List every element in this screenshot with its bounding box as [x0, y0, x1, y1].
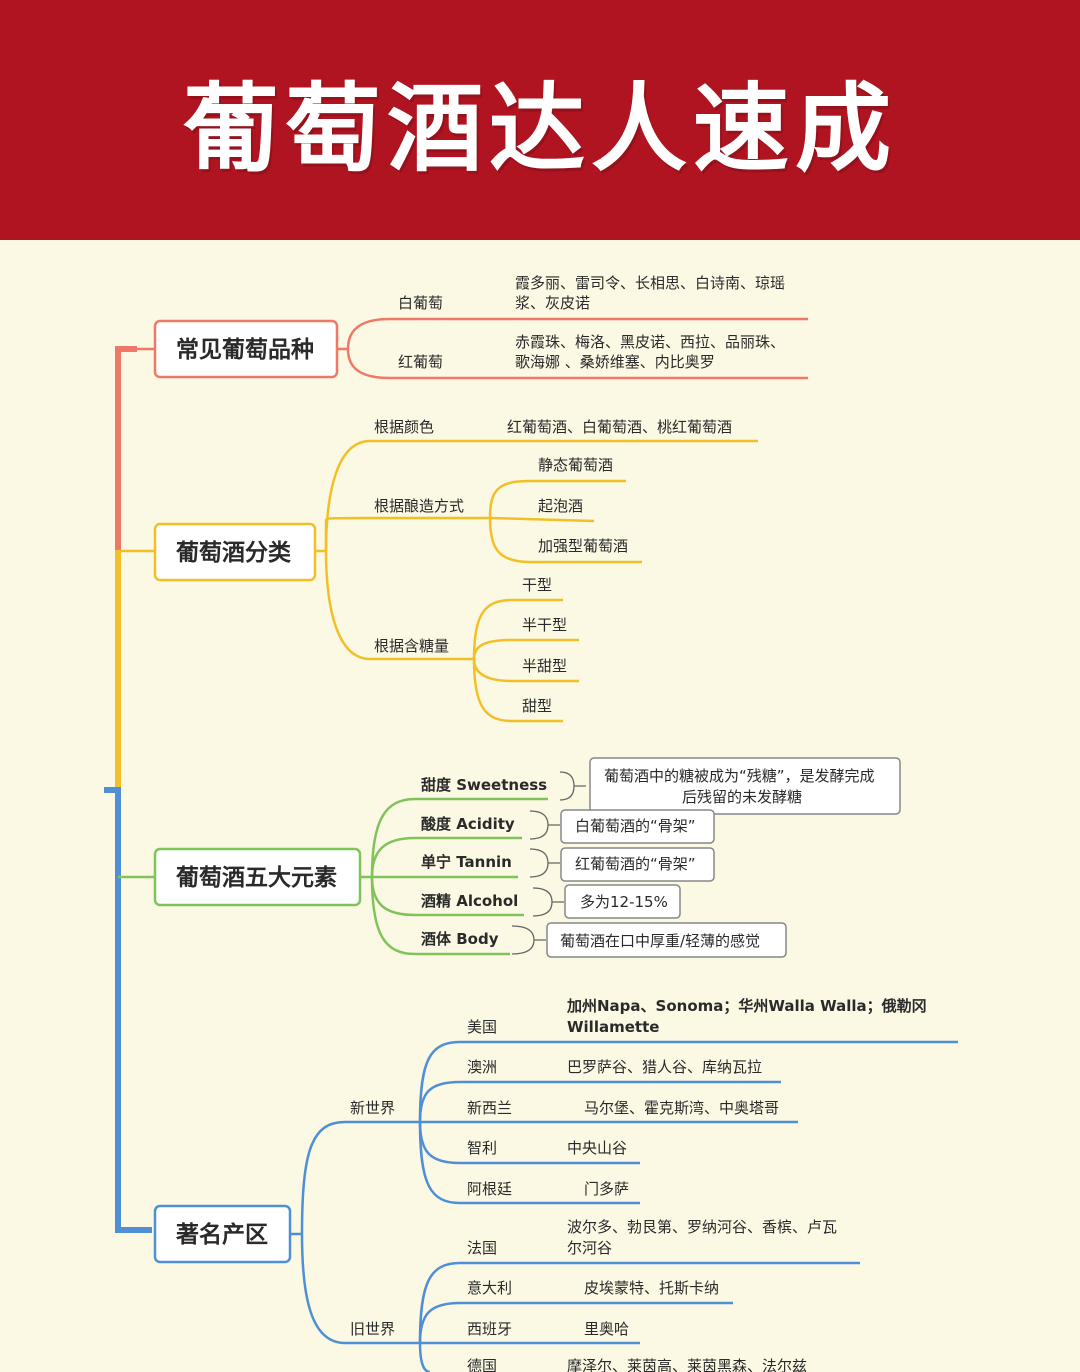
- white-grape-list-line2: 浆、灰皮诺: [515, 294, 590, 312]
- note-tannin: 红葡萄酒的“骨架”: [575, 855, 696, 873]
- trunk-regions-segment: [104, 787, 152, 1233]
- node-varieties-label: 常见葡萄品种: [176, 337, 314, 363]
- element-acidity: 酸度 Acidity: [421, 815, 515, 833]
- node-regions-label: 著名产区: [176, 1221, 268, 1248]
- note-box-alcohol: [564, 884, 681, 919]
- red-grape-list-line1: 赤霞珠、梅洛、黑皮诺、西拉、品丽珠、: [515, 333, 785, 351]
- method-still-wine: 静态葡萄酒: [538, 456, 613, 474]
- note-alcohol: 多为12-15%: [580, 893, 668, 911]
- country-italy: 意大利: [467, 1279, 512, 1297]
- method-sparkling-wine: 起泡酒: [538, 497, 583, 515]
- note-sweetness-line1: 葡萄酒中的糖被成为“残糖”，是发酵完成: [604, 767, 875, 785]
- element-tannin: 单宁 Tannin: [421, 853, 512, 871]
- note-box-acidity: [560, 809, 715, 844]
- country-france: 法国: [467, 1239, 497, 1257]
- chile-regions: 中央山谷: [567, 1139, 627, 1157]
- sugar-sweet: 甜型: [522, 697, 552, 715]
- branch-varieties: 常见葡萄品种 白葡萄 霞多丽、雷司令、长相思、白诗南、琼瑶 浆、灰皮诺 红葡萄 …: [153, 274, 808, 380]
- label-by-sugar: 根据含糖量: [374, 637, 449, 655]
- mind-map: 常见葡萄品种 白葡萄 霞多丽、雷司令、长相思、白诗南、琼瑶 浆、灰皮诺 红葡萄 …: [104, 274, 958, 1372]
- color-types: 红葡萄酒、白葡萄酒、桃红葡萄酒: [507, 418, 732, 436]
- note-acidity: 白葡萄酒的“骨架”: [575, 817, 696, 835]
- note-box-sweetness: [589, 757, 901, 815]
- usa-regions-line2: Willamette: [567, 1018, 659, 1036]
- new-zealand-regions: 马尔堡、霍克斯湾、中奥塔哥: [584, 1099, 779, 1117]
- italy-regions: 皮埃蒙特、托斯卡纳: [584, 1279, 719, 1297]
- title-banner: 葡萄酒达人速成: [0, 0, 1080, 240]
- label-by-color: 根据颜色: [374, 418, 434, 436]
- country-australia: 澳洲: [467, 1058, 497, 1076]
- france-regions-line2: 尔河谷: [567, 1239, 612, 1257]
- element-alcohol: 酒精 Alcohol: [421, 892, 518, 910]
- country-spain: 西班牙: [467, 1320, 512, 1338]
- mind-map-trunk: [104, 346, 152, 1233]
- note-body: 葡萄酒在口中厚重/轻薄的感觉: [560, 932, 760, 950]
- label-new-world: 新世界: [350, 1099, 395, 1117]
- sugar-medium-sweet: 半甜型: [522, 657, 567, 675]
- red-grape-list-line2: 歌海娜 、桑娇维塞、内比奥罗: [515, 353, 715, 371]
- spain-regions: 里奥哈: [584, 1320, 629, 1338]
- element-sweetness: 甜度 Sweetness: [421, 776, 547, 794]
- label-red-grape: 红葡萄: [398, 353, 443, 371]
- france-regions-line1: 波尔多、勃艮第、罗纳河谷、香槟、卢瓦: [567, 1218, 837, 1236]
- note-box-tannin: [560, 847, 715, 882]
- label-old-world: 旧世界: [350, 1320, 395, 1338]
- node-classification-label: 葡萄酒分类: [175, 540, 291, 566]
- australia-regions: 巴罗萨谷、猎人谷、库纳瓦拉: [567, 1058, 762, 1076]
- country-usa: 美国: [467, 1018, 497, 1036]
- argentina-regions: 门多萨: [584, 1180, 629, 1198]
- trunk-varieties-segment: [115, 346, 137, 550]
- country-germany: 德国: [467, 1357, 497, 1372]
- sugar-off-dry: 半干型: [522, 616, 567, 634]
- usa-regions-line1: 加州Napa、Sonoma；华州Walla Walla；俄勒冈: [566, 997, 927, 1015]
- branch-regions: 著名产区 新世界 旧世界 美国 加州Napa、Sonoma；华州Walla Wa…: [153, 997, 958, 1372]
- element-body: 酒体 Body: [421, 930, 499, 948]
- label-by-method: 根据酿造方式: [374, 497, 464, 515]
- country-new-zealand: 新西兰: [467, 1099, 512, 1117]
- branch-elements: 葡萄酒五大元素 甜度 Sweetness 酸度 Acidity 单宁 Tanni…: [153, 757, 901, 958]
- note-box-body: [546, 922, 787, 958]
- node-elements-label: 葡萄酒五大元素: [175, 864, 337, 891]
- label-white-grape: 白葡萄: [398, 294, 443, 312]
- trunk-connectors: [118, 347, 154, 879]
- page-title: 葡萄酒达人速成: [183, 72, 897, 185]
- method-fortified-wine: 加强型葡萄酒: [538, 537, 628, 555]
- white-grape-list-line1: 霞多丽、雷司令、长相思、白诗南、琼瑶: [515, 274, 785, 292]
- country-argentina: 阿根廷: [467, 1180, 512, 1198]
- note-sweetness-line2: 后残留的未发酵糖: [682, 788, 802, 806]
- country-chile: 智利: [467, 1139, 497, 1157]
- sugar-dry: 干型: [522, 576, 552, 594]
- germany-regions: 摩泽尔、莱茵高、莱茵黑森、法尔兹: [567, 1357, 807, 1372]
- branch-classification: 葡萄酒分类 根据颜色 红葡萄酒、白葡萄酒、桃红葡萄酒 根据酿造方式 静态葡萄酒 …: [153, 418, 758, 723]
